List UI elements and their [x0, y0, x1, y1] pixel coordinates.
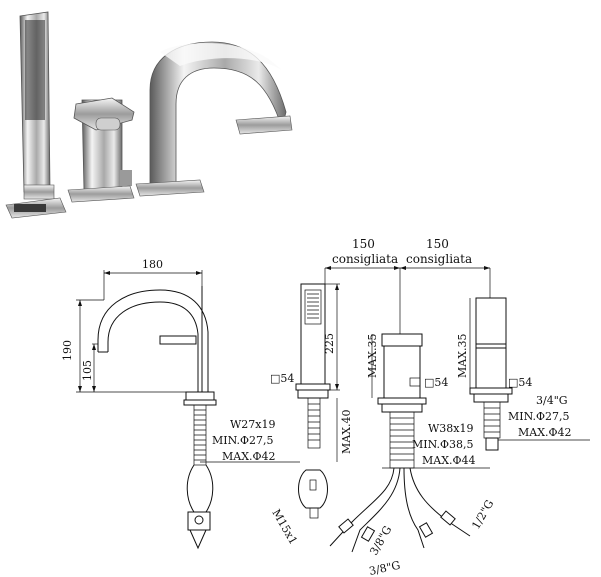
mixer-max-label: MAX.Φ44 [422, 454, 476, 467]
diverter-max35-label: MAX.35 [456, 333, 469, 378]
mixer-square-label: □54 [424, 376, 448, 389]
shower-max40-label: MAX.40 [340, 409, 353, 454]
diverter-thread-label: 3/4"G [536, 394, 568, 407]
spout-height-dim: 190 [61, 340, 74, 361]
shower-square-label: □54 [270, 372, 294, 385]
hand-shower-drawing: 225 MAX.40 □54 [270, 283, 353, 519]
spout-min-label: MIN.Φ27,5 [212, 434, 274, 447]
spout-lower-dim: 105 [81, 360, 94, 381]
mixer-max35-label: MAX.35 [366, 333, 379, 378]
shower-height-dim: 225 [323, 333, 336, 354]
spacing-left-note: consigliata [332, 252, 398, 266]
spacing-dims: 150 consigliata 150 consigliata [324, 237, 491, 334]
spout-image [135, 41, 293, 197]
spout-max-label: MAX.Φ42 [222, 450, 276, 463]
mixer-hose-a-label: 3/8"G [368, 559, 402, 577]
mixer-hose-c-label: 1/2"G [469, 498, 496, 532]
diverter-square-label: □54 [508, 376, 532, 389]
spout-thread-label: W27x19 [230, 418, 276, 431]
spout-width-dim: 180 [142, 258, 163, 271]
mixer-image [67, 97, 135, 203]
mixer-thread-label: W38x19 [428, 422, 474, 435]
hand-shower-image [5, 11, 67, 219]
spout-drawing: 180 190 105 W27x19 MIN.Φ27,5 MAX.Φ42 [61, 258, 300, 550]
product-photo [5, 11, 293, 219]
spacing-right-value: 150 [426, 237, 449, 251]
spacing-right-note: consigliata [406, 252, 472, 266]
mixer-min-label: MIN.Φ38,5 [412, 438, 474, 451]
spacing-left-value: 150 [352, 237, 375, 251]
diverter-drawing: MAX.35 □54 3/4"G MIN.Φ27,5 MAX.Φ42 [456, 297, 590, 451]
spout-outlet-label: M15x1 [269, 507, 299, 547]
diverter-max-label: MAX.Φ42 [518, 426, 572, 439]
diverter-min-label: MIN.Φ27,5 [508, 410, 570, 423]
